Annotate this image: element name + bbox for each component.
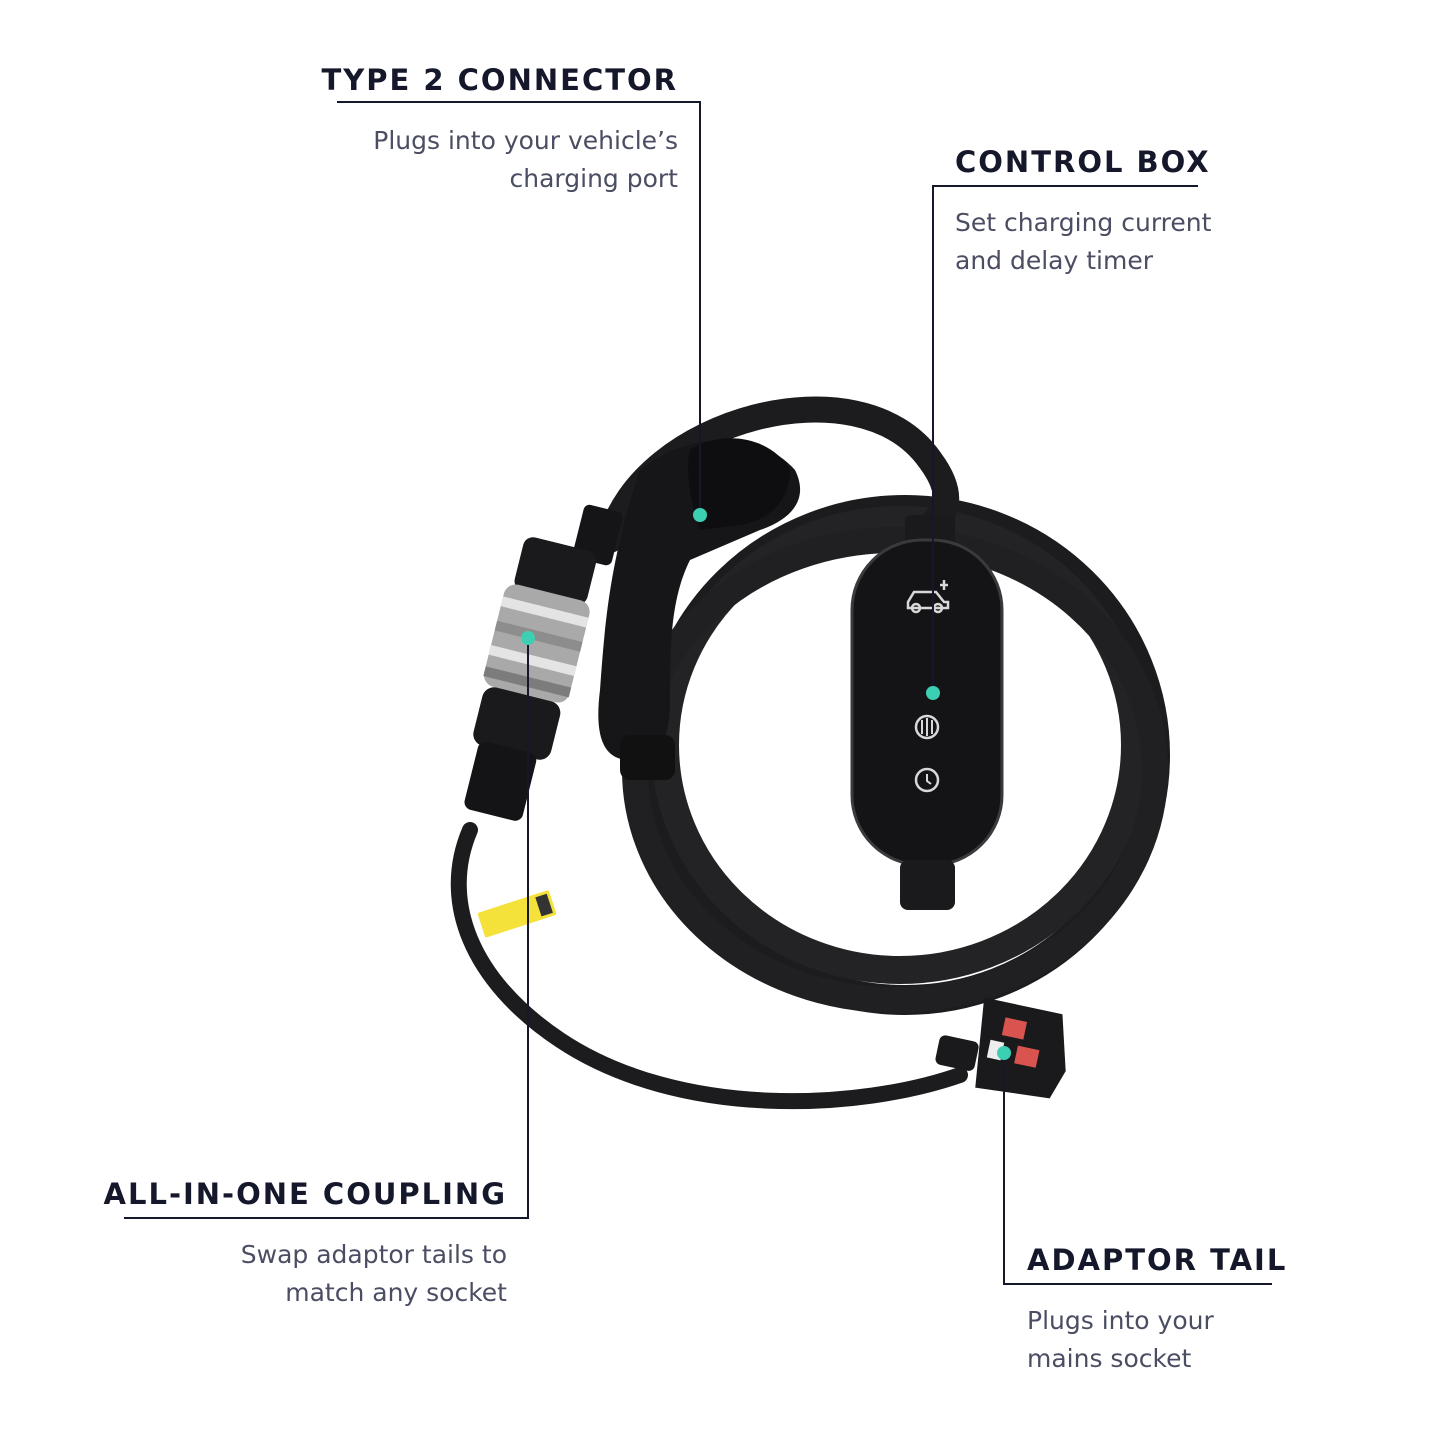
type2-connector-callout: TYPE 2 CONNECTOR Plugs into your vehicle… xyxy=(321,66,678,198)
timer-button-icon xyxy=(914,767,940,793)
uk-adaptor-plug xyxy=(935,997,1066,1099)
adaptor-tail-title: ADAPTOR TAIL xyxy=(1027,1243,1288,1277)
control-box-desc-line1: Set charging current xyxy=(955,208,1212,237)
type2-connector-desc-line1: Plugs into your vehicle’s xyxy=(373,126,678,155)
coupling-callout: ALL-IN-ONE COUPLING Swap adaptor tails t… xyxy=(104,1180,507,1312)
all-in-one-coupling xyxy=(464,504,623,821)
leader-lines xyxy=(124,101,1272,1285)
control-box-title: CONTROL BOX xyxy=(955,145,1211,179)
type2-connector xyxy=(598,438,801,780)
control-box-desc-line2: and delay timer xyxy=(955,246,1153,275)
adaptor-tail-desc-line1: Plugs into your xyxy=(1027,1306,1214,1335)
coupling-marker xyxy=(521,631,535,645)
adaptor-tail-callout: ADAPTOR TAIL Plugs into your mains socke… xyxy=(1027,1246,1287,1378)
control-box-callout: CONTROL BOX Set charging current and del… xyxy=(955,148,1211,280)
tail-cable xyxy=(450,822,968,1110)
adaptor-tail-desc-line2: mains socket xyxy=(1027,1344,1192,1373)
type2-connector-title: TYPE 2 CONNECTOR xyxy=(321,63,678,97)
coupling-desc-line1: Swap adaptor tails to xyxy=(240,1240,507,1269)
marker-dots xyxy=(521,508,1011,1060)
control-box-marker xyxy=(926,686,940,700)
cable-label-tag xyxy=(477,890,557,938)
coupling-desc-line2: match any socket xyxy=(285,1278,507,1307)
type2-marker xyxy=(693,508,707,522)
type2-connector-desc-line2: charging port xyxy=(509,164,678,193)
adaptor-tail-marker xyxy=(997,1046,1011,1060)
control-box xyxy=(850,515,1004,910)
coupling-title: ALL-IN-ONE COUPLING xyxy=(103,1177,507,1211)
current-button-icon xyxy=(914,714,940,740)
